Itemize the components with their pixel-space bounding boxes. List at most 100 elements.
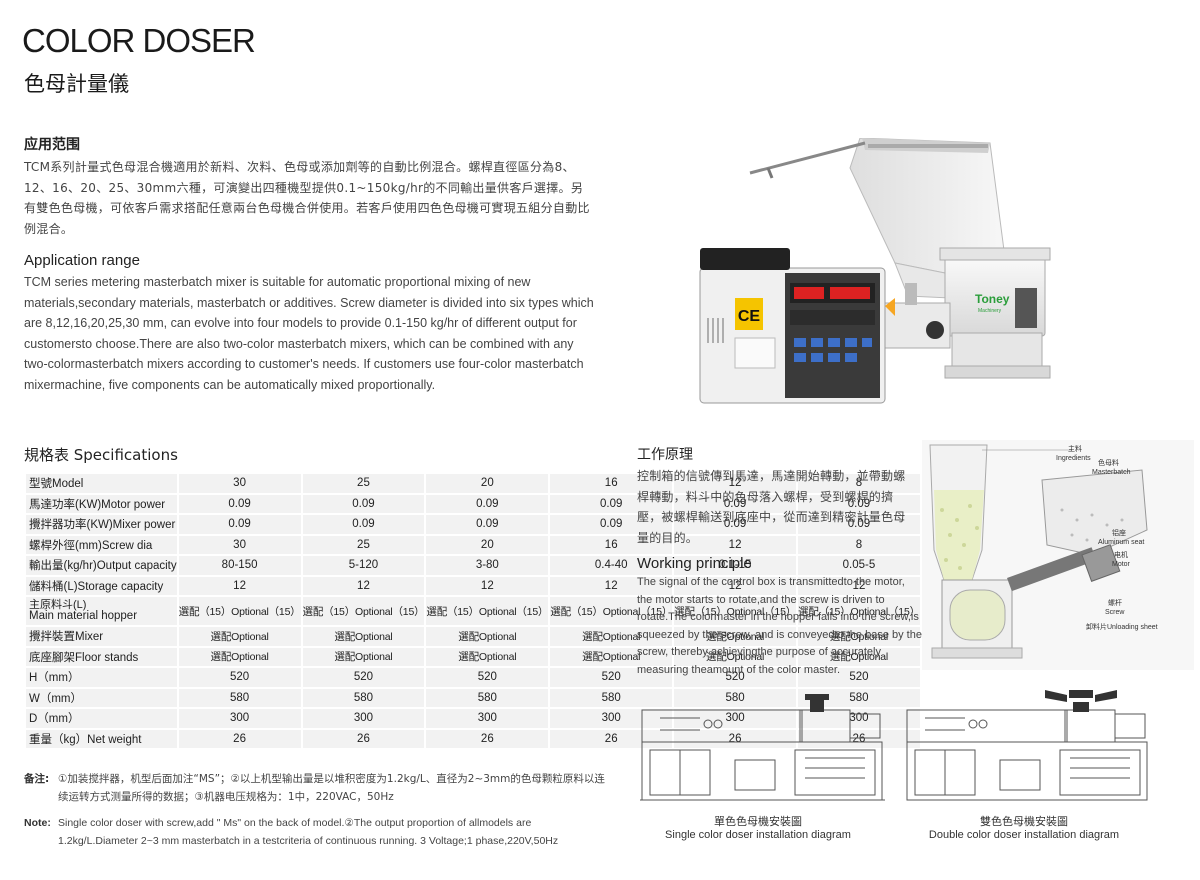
spec-cell: 選配（15）Optional（15） [178,597,301,625]
working-principle-diagram: 主料 Ingredients 色母料 Masterbatch 铝座 Alumin… [922,440,1194,670]
spec-cell: 5-120 [302,556,425,575]
spec-row-label: D（mm） [26,709,177,728]
spec-cell: 3-80 [426,556,549,575]
double-install-caption-cn: 雙色色母機安裝圖 [980,816,1068,828]
single-install-caption-cn: 單色色母機安裝圖 [714,816,802,828]
spec-cell: 選配（15）Optional（15） [674,597,796,625]
spec-cell: 16 [550,535,673,554]
principle-heading-en: Working principle [637,555,752,572]
spec-cell: 12 [674,474,797,493]
spec-cell: 8 [798,535,920,554]
spec-row-label: 攪拌器功率(KW)Mixer power [26,515,177,534]
spec-cell: 選配（15）Optional（15） [550,597,672,625]
spec-cell: 25 [302,535,425,554]
label-masterbatch-cn: 色母料 [1098,460,1119,467]
color-doser-product-image: Toney Machinery CE [699,138,1051,404]
spec-cell: 520 [302,668,425,687]
spec-row-label: W（mm） [26,688,177,707]
ce-mark: CE [738,308,761,325]
spec-cell: 26 [178,729,301,748]
spec-row-label-line2: Main material hopper [29,610,138,622]
spec-cell: 300 [302,709,425,728]
spec-cell: 0.05-5 [798,556,920,575]
spec-cell: 26 [426,729,549,748]
page-title: COLOR DOSER [22,22,256,59]
note-cn-label: 备注: [24,773,50,785]
specifications-title: 規格表 Specifications [24,446,178,464]
spec-cell: 選配Optional [426,627,549,646]
spec-cell: 0.09 [178,494,301,513]
double-install-caption-en: Double color doser installation diagram [928,829,1120,841]
principle-text-cn: 控制箱的信號傳到馬達，馬達開始轉動，並帶動螺桿轉動，料斗中的色母落入螺桿，受到螺… [637,469,906,545]
brand-sub-text: Machinery [978,308,1002,314]
spec-cell: 300 [178,709,301,728]
note-cn: 备注: ①加装搅拌器，机型后面加注“MS”；②以上机型输出量是以堆积密度为1.2… [24,770,614,806]
principle-text-en: The signal of the control box is transmi… [637,576,922,676]
note-en-label: Note: [24,817,51,829]
spec-cell: 選配（15）Optional（15） [426,597,548,625]
spec-cell: 520 [550,668,673,687]
double-install-diagram [906,690,1148,801]
spec-cell: 選配Optional [674,627,797,646]
spec-cell: 300 [674,709,797,728]
spec-cell: 0.09 [302,515,425,534]
spec-cell: 580 [798,688,920,707]
spec-cell: 580 [426,688,549,707]
application-text-cn: TCM系列計量式色母混合機適用於新料、次料、色母或添加劑等的自動比例混合。螺桿直… [24,160,590,236]
spec-row-label: 重量（kg）Net weight [26,729,177,748]
application-text-en: TCM series metering masterbatch mixer is… [24,275,594,392]
single-install-diagram [640,694,885,801]
label-ingredients-cn: 主料 [1068,446,1082,453]
spec-cell: 30 [178,474,301,493]
spec-cell: 12 [674,535,797,554]
spec-cell: 選配Optional [798,647,920,666]
spec-row-label-line1: 主原料斗(L) [29,599,87,611]
brand-logo-text: Toney [975,292,1010,306]
spec-cell: 選配Optional [426,647,549,666]
spec-cell: 選配Optional [302,647,425,666]
spec-cell: 30 [178,535,301,554]
spec-cell: 580 [674,688,797,707]
spec-cell: 12 [178,576,301,595]
spec-cell: 12 [302,576,425,595]
spec-cell: 選配（15）Optional（15） [302,597,425,625]
spec-row-label: 攪拌裝置Mixer [26,627,177,646]
spec-cell: 25 [302,474,425,493]
spec-cell: 0.09 [426,515,549,534]
spec-cell: 選配Optional [178,627,301,646]
label-seat-en: Aluminum seat [1098,539,1145,546]
spec-cell: 300 [798,709,920,728]
spec-row-label: 型號Model [26,474,177,493]
spec-cell: 580 [178,688,301,707]
spec-cell: 選配Optional [178,647,301,666]
label-ingredients-en: Ingredients [1056,455,1091,462]
spec-cell: 580 [550,688,673,707]
label-seat-cn: 铝座 [1112,530,1126,537]
spec-cell: 520 [798,668,920,687]
note-cn-text: ①加装搅拌器，机型后面加注“MS”；②以上机型输出量是以堆积密度为1.2kg/L… [58,773,605,803]
spec-cell: 26 [302,729,425,748]
spec-cell: 300 [426,709,549,728]
spec-cell: 0.1-15 [674,556,797,575]
spec-cell: 520 [674,668,797,687]
spec-cell: 12 [550,576,673,595]
spec-cell: 0.09 [426,494,549,513]
spec-cell: 0.09 [674,515,797,534]
spec-row-label: 馬達功率(KW)Motor power [26,494,177,513]
spec-cell: 20 [426,474,549,493]
spec-cell: 0.09 [550,494,673,513]
spec-row-label: H（mm） [26,668,177,687]
spec-cell: 選配Optional [798,627,920,646]
spec-row-label: 螺桿外徑(mm)Screw dia [26,535,177,554]
spec-row-label: 主原料斗(L)Main material hopper [26,597,177,625]
spec-row-label: 輸出量(kg/hr)Output capacity [26,556,177,575]
